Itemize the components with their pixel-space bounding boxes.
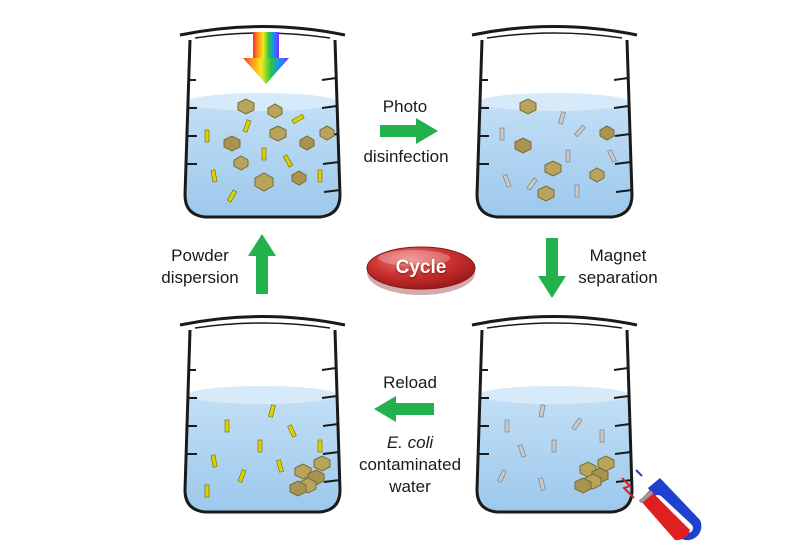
powder-dispersion-label: Powder dispersion — [150, 245, 250, 289]
photo-label-line2: disinfection — [363, 147, 449, 166]
magnet-separation-label: Magnet separation — [568, 245, 668, 289]
inactivated-bacteria — [497, 404, 605, 491]
reload-label-line1: Reload — [383, 373, 437, 392]
reload-label-line2: E. coli — [350, 432, 470, 454]
magnet-label-line2: separation — [578, 268, 658, 287]
e-coli-bacteria — [204, 404, 323, 498]
cycle-label: Cycle — [395, 257, 447, 278]
arrow-down-icon — [538, 238, 566, 298]
beaker-top-right — [471, 25, 638, 219]
arrow-left-icon — [374, 396, 434, 422]
cycle-badge — [366, 246, 476, 295]
magnet-label-line1: Magnet — [589, 246, 647, 265]
powder-label-line2: dispersion — [161, 268, 239, 287]
e-coli-text: E. coli — [386, 433, 434, 452]
photo-disinfection-label: Photo — [350, 96, 460, 118]
separated-particle-cluster — [574, 455, 615, 494]
reload-label-line4: water — [389, 477, 431, 496]
photocatalyst-particles — [204, 98, 335, 203]
beaker-bottom-right — [471, 315, 638, 514]
reload-label-line3: contaminated — [358, 455, 462, 474]
photo-disinfection-label-2: disinfection — [350, 146, 462, 168]
beaker-bottom-left — [179, 315, 346, 514]
arrow-up-icon — [248, 234, 276, 294]
powder-label-line1: Powder — [171, 246, 229, 265]
settled-particle-cluster — [289, 455, 331, 497]
photo-label-line1: Photo — [382, 97, 428, 116]
reload-label: Reload — [360, 372, 460, 394]
reload-water-label: E. coli contaminated water — [350, 432, 470, 498]
beaker-top-left — [179, 25, 346, 219]
arrow-right-icon — [380, 118, 438, 144]
rainbow-light-arrow-icon — [243, 32, 289, 84]
photocatalyst-particles — [499, 98, 617, 202]
horseshoe-magnet-icon — [621, 469, 702, 541]
